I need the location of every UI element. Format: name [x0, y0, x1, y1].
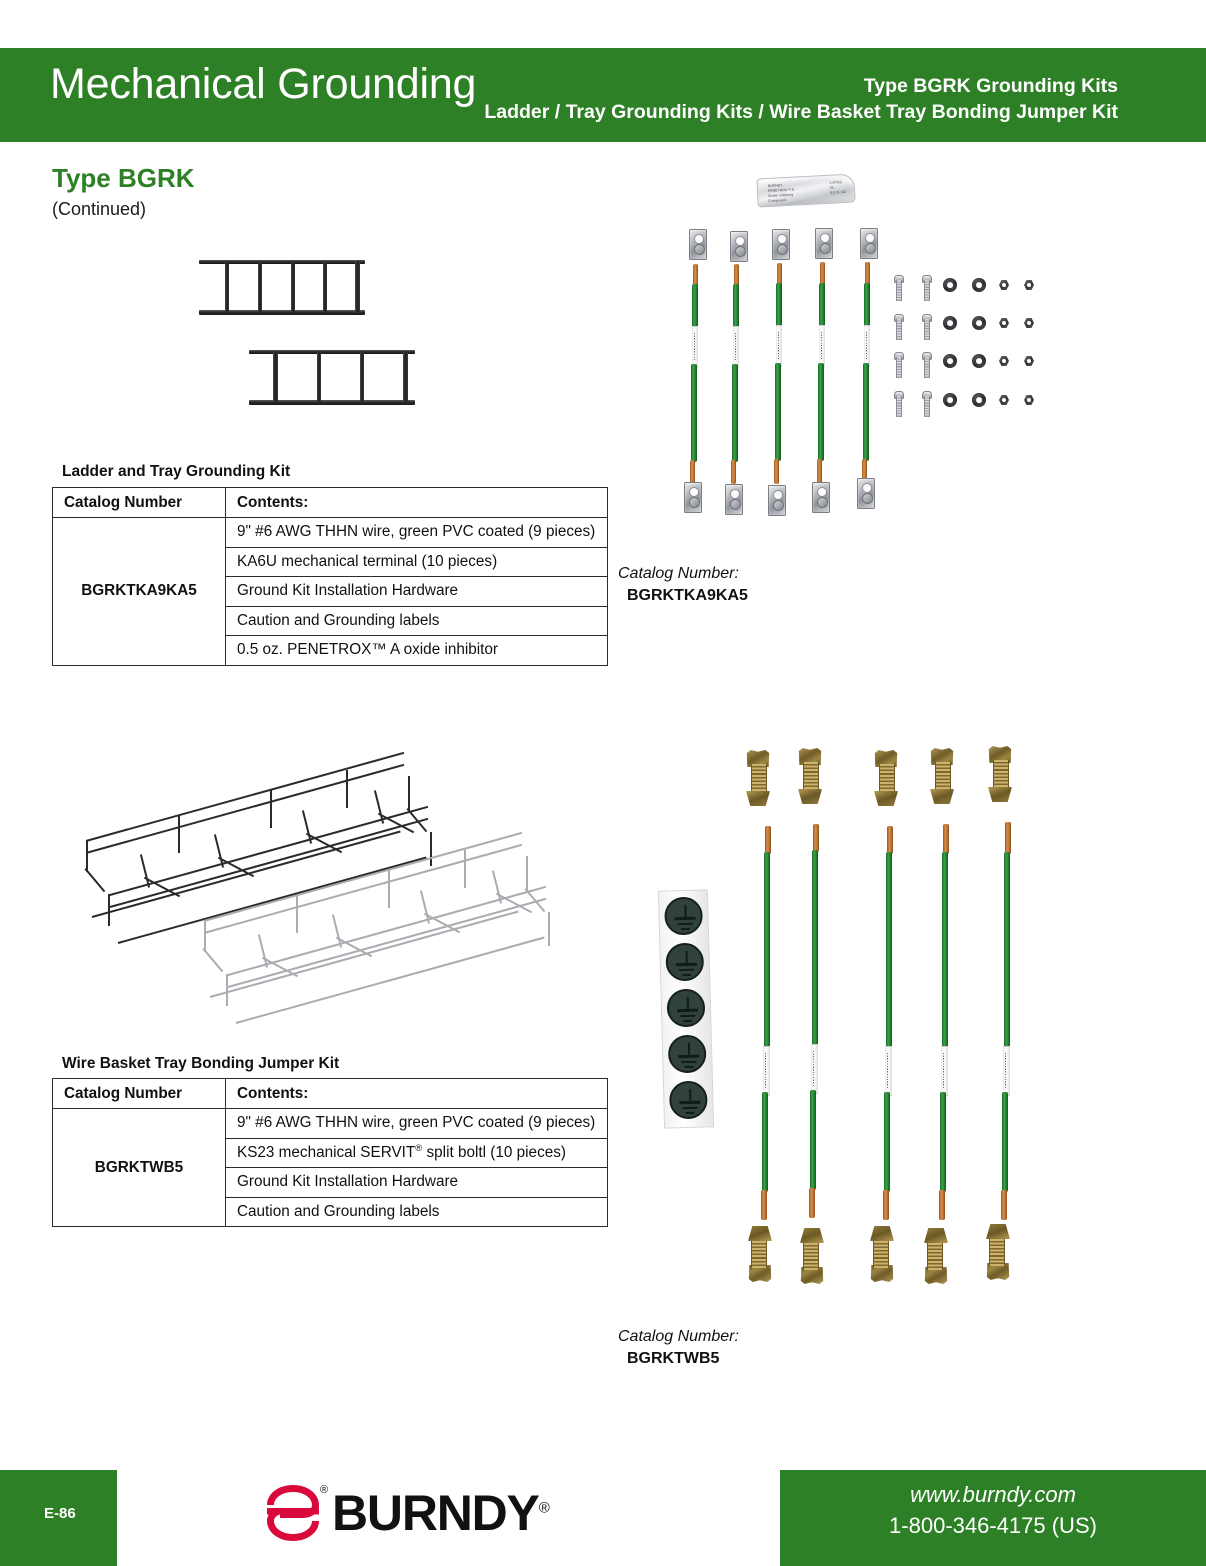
photo-caption-bgrktka9ka5: Catalog Number: BGRKTKA9KA5	[618, 563, 748, 606]
catalog-number-label: Catalog Number:	[618, 565, 739, 582]
catalog-number-value: BGRKTWB5	[627, 1349, 720, 1367]
burndy-logo-mark-icon: ®	[262, 1482, 328, 1544]
column-header-contents: Contents:	[225, 487, 608, 518]
table-row: KA6U mechanical terminal (10 pieces)	[53, 546, 608, 577]
content-item: 0.5 oz. PENETROX™ A oxide inhibitor	[225, 635, 608, 666]
page-title: Mechanical Grounding	[50, 60, 477, 108]
footer-left-block	[0, 1470, 117, 1566]
ladder-tray-photo	[195, 250, 445, 430]
content-item: KS23 mechanical SERVIT® split boltl (10 …	[225, 1137, 608, 1168]
ladder-tray-kit-table: Catalog Number Contents: BGRKTKA9KA5 9" …	[52, 487, 608, 666]
brand-registered-symbol: ®	[538, 1499, 550, 1517]
website-url[interactable]: www.burndy.com	[910, 1482, 1076, 1507]
phone-number[interactable]: 1-800-346-4175 (US)	[889, 1513, 1097, 1538]
catalog-number-cell: BGRKTWB5	[52, 1108, 226, 1227]
logo-mark-registered-icon: ®	[320, 1484, 329, 1496]
table-row: Caution and Grounding labels	[53, 1196, 608, 1227]
table-caption-wire-basket: Wire Basket Tray Bonding Jumper Kit	[62, 1055, 340, 1072]
table-row: 0.5 oz. PENETROX™ A oxide inhibitor	[53, 635, 608, 666]
table-row: BGRKTWB5 9" #6 AWG THHN wire, green PVC …	[52, 1108, 608, 1227]
column-header-catalog-number: Catalog Number	[52, 487, 226, 518]
footer-right-block	[780, 1470, 1206, 1566]
burndy-logo: ® BURNDY®	[262, 1482, 550, 1544]
brand-wordmark: BURNDY®	[332, 1485, 550, 1541]
column-header-contents: Contents:	[225, 1078, 608, 1109]
content-item: Caution and Grounding labels	[225, 605, 608, 636]
content-item: Ground Kit Installation Hardware	[225, 1167, 608, 1198]
column-header-catalog-number: Catalog Number	[52, 1078, 226, 1109]
catalog-number-label: Catalog Number:	[618, 1328, 739, 1345]
catalog-number-value: BGRKTKA9KA5	[627, 586, 748, 604]
table-row: Ground Kit Installation Hardware	[53, 576, 608, 607]
wire-basket-kit-table: Catalog Number Contents: BGRKTWB5 9" #6 …	[52, 1078, 608, 1227]
content-item: KA6U mechanical terminal (10 pieces)	[225, 546, 608, 577]
header-subtitle-line-1: Type BGRK Grounding Kits	[863, 75, 1118, 97]
section-heading-type-bgrk: Type BGRK	[52, 163, 195, 193]
table-caption-ladder-tray: Ladder and Tray Grounding Kit	[62, 463, 291, 480]
table-row: KS23 mechanical SERVIT® split boltl (10 …	[53, 1137, 608, 1168]
table-row: BGRKTKA9KA5 9" #6 AWG THHN wire, green P…	[52, 517, 608, 666]
wire-basket-tray-photo	[78, 751, 578, 1052]
content-item: Caution and Grounding labels	[225, 1196, 608, 1227]
page-number: E-86	[44, 1505, 76, 1522]
content-item: 9" #6 AWG THHN wire, green PVC coated (9…	[225, 517, 608, 548]
table-row: Ground Kit Installation Hardware	[53, 1167, 608, 1198]
catalog-number-cell: BGRKTKA9KA5	[52, 517, 226, 666]
content-item: Ground Kit Installation Hardware	[225, 576, 608, 607]
section-continued-note: (Continued)	[52, 199, 147, 219]
table-row: Caution and Grounding labels	[53, 605, 608, 636]
content-item: 9" #6 AWG THHN wire, green PVC coated (9…	[225, 1108, 608, 1139]
photo-caption-bgrktwb5: Catalog Number: BGRKTWB5	[618, 1326, 739, 1369]
table-header-row: Catalog Number Contents:	[52, 487, 608, 518]
page-header-bar	[0, 48, 1206, 142]
grounding-labels-strip	[657, 889, 715, 1129]
table-header-row: Catalog Number Contents:	[52, 1078, 608, 1109]
bonding-jumper-kit-photo	[655, 742, 1055, 1312]
header-subtitle: Type BGRK Grounding Kits Ladder / Tray G…	[484, 74, 1118, 126]
header-subtitle-line-2: Ladder / Tray Grounding Kits / Wire Bask…	[484, 100, 1118, 123]
brand-name: BURNDY	[332, 1485, 540, 1541]
